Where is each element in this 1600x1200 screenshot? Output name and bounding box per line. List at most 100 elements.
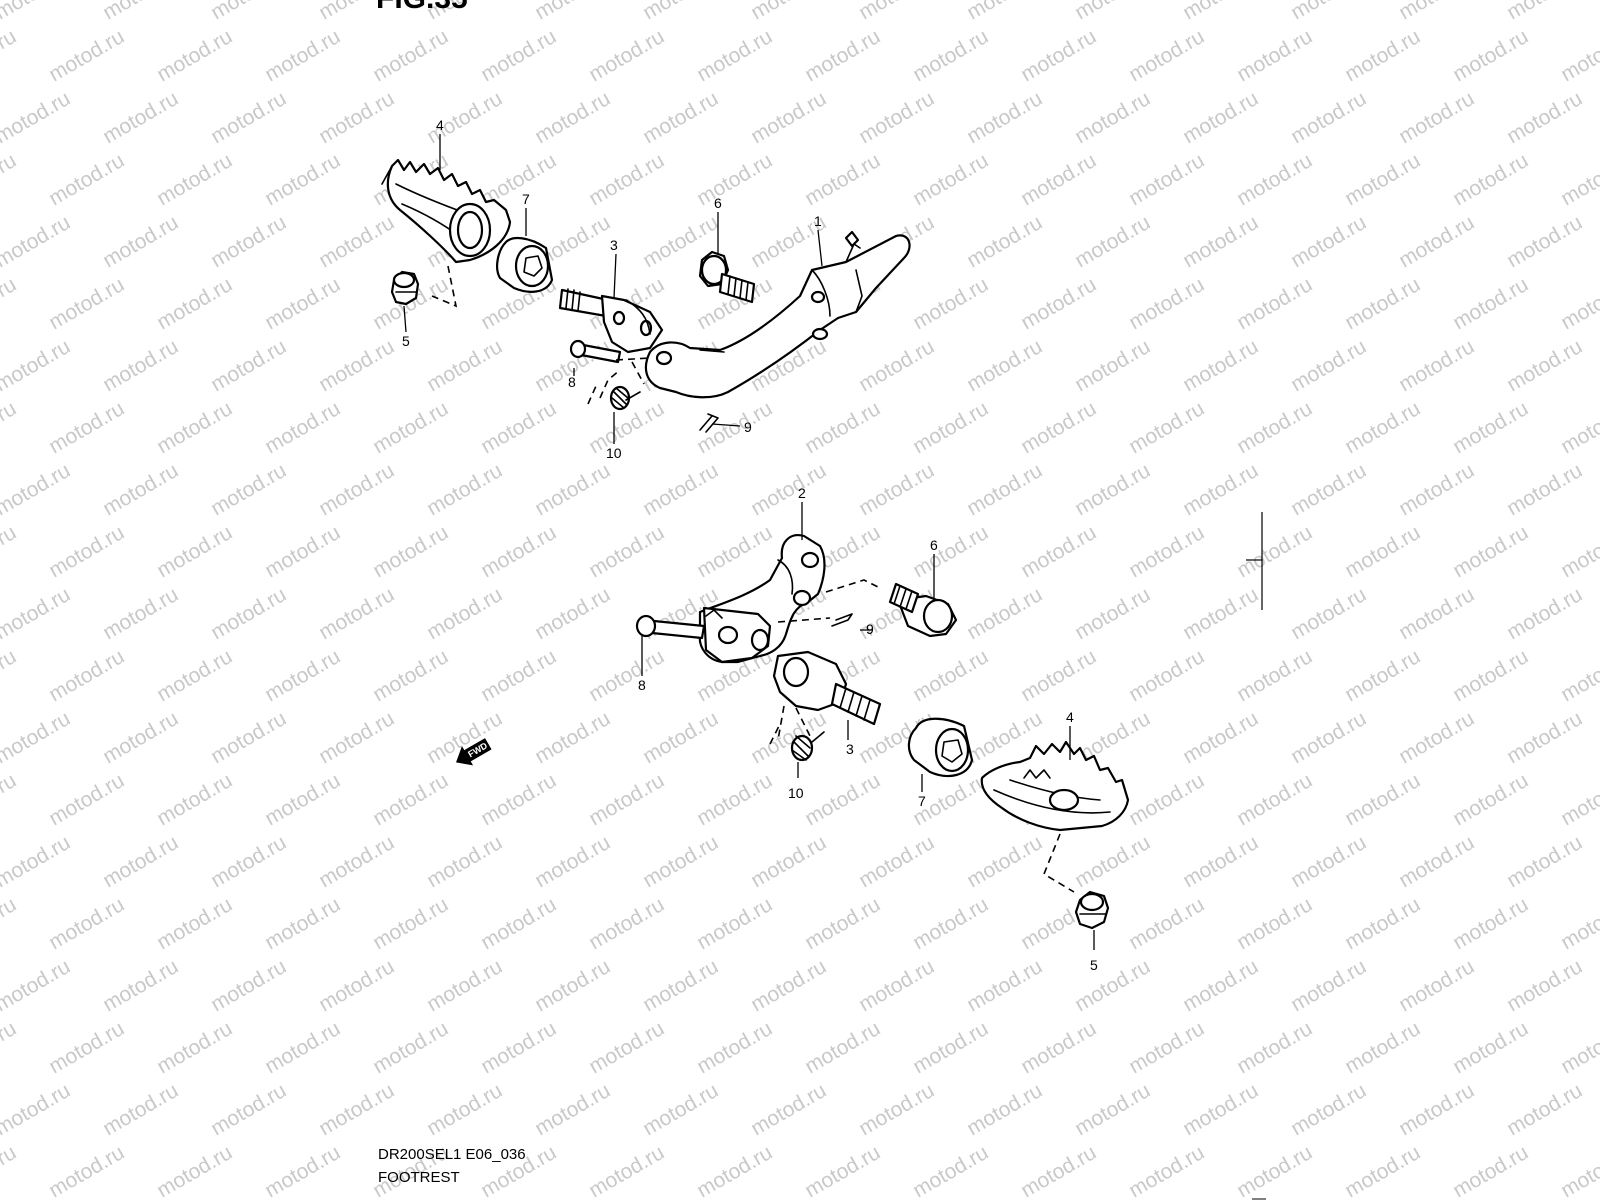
figure-title: FIG.35 [376, 0, 468, 15]
callout-upper-6: 6 [714, 195, 722, 211]
watermark-text: motod.ru [1341, 769, 1424, 830]
watermark-text: motod.ru [909, 645, 992, 706]
cotter-pin [831, 613, 853, 627]
watermark-text: motod.ru [963, 335, 1046, 396]
watermark-text: motod.ru [0, 521, 20, 582]
watermark-text: motod.ru [207, 955, 290, 1016]
watermark-text: motod.ru [1449, 645, 1532, 706]
watermark-text: motod.ru [531, 1079, 614, 1140]
callout-lower-10: 10 [788, 785, 804, 801]
footrest-bracket-left [698, 534, 826, 664]
watermark-text: motod.ru [1125, 1141, 1208, 1200]
watermark-text: motod.ru [585, 645, 668, 706]
watermark-text: motod.ru [1503, 0, 1586, 24]
watermark-text: motod.ru [1017, 1141, 1100, 1200]
watermark-text: motod.ru [585, 149, 668, 210]
watermark-text: motod.ru [1071, 0, 1154, 24]
watermark-text: motod.ru [0, 1017, 20, 1078]
footrest [980, 740, 1130, 832]
watermark-text: motod.ru [693, 769, 776, 830]
watermark-text: motod.ru [99, 459, 182, 520]
watermark-text: motod.ru [639, 459, 722, 520]
watermark-text: motod.ru [423, 583, 506, 644]
watermark-text: motod.ru [423, 831, 506, 892]
watermark-text: motod.ru [693, 149, 776, 210]
watermark-text: motod.ru [0, 893, 20, 954]
watermark-text: motod.ru [1233, 397, 1316, 458]
watermark-text: motod.ru [207, 335, 290, 396]
watermark-text: motod.ru [1017, 273, 1100, 334]
watermark-text: motod.ru [261, 25, 344, 86]
watermark-text: motod.ru [153, 25, 236, 86]
watermark-text: motod.ru [531, 583, 614, 644]
callout-lower-4: 4 [1066, 709, 1074, 725]
watermark-text: motod.ru [1287, 707, 1370, 768]
watermark-text: motod.ru [369, 769, 452, 830]
cotter-pin [699, 413, 719, 433]
watermark-text: motod.ru [315, 87, 398, 148]
watermark-text: motod.ru [1287, 0, 1370, 24]
watermark-text: motod.ru [531, 831, 614, 892]
watermark-text: motod.ru [1179, 87, 1262, 148]
watermark-text: motod.ru [45, 149, 128, 210]
watermark-text: motod.ru [45, 25, 128, 86]
watermark-text: motod.ru [45, 769, 128, 830]
watermark-text: motod.ru [1125, 645, 1208, 706]
callout-lower-9: 9 [866, 621, 874, 637]
watermark-text: motod.ru [1341, 893, 1424, 954]
watermark-text: motod.ru [1125, 397, 1208, 458]
watermark-text: motod.ru [1287, 831, 1370, 892]
watermark-text: motod.ru [153, 149, 236, 210]
watermark-text: motod.ru [1557, 521, 1600, 582]
watermark-text: motod.ru [261, 521, 344, 582]
watermark-text: motod.ru [0, 25, 20, 86]
watermark-text: motod.ru [1557, 1141, 1600, 1200]
watermark-text: motod.ru [261, 149, 344, 210]
watermark-text: motod.ru [153, 1017, 236, 1078]
watermark-text: motod.ru [1179, 955, 1262, 1016]
watermark-text: motod.ru [1287, 459, 1370, 520]
watermark-text: motod.ru [0, 0, 74, 24]
cushion [907, 717, 974, 778]
watermark-text: motod.ru [1503, 335, 1586, 396]
watermark-text: motod.ru [909, 25, 992, 86]
watermark-text: motod.ru [45, 1141, 128, 1200]
watermark-text: motod.ru [1503, 459, 1586, 520]
spring [609, 385, 641, 411]
watermark-text: motod.ru [1233, 1017, 1316, 1078]
lower-assembly [635, 502, 1130, 950]
watermark-text: motod.ru [1341, 521, 1424, 582]
callout-upper-7: 7 [522, 191, 530, 207]
watermark-text: motod.ru [1449, 893, 1532, 954]
watermark-text: motod.ru [1071, 211, 1154, 272]
watermark-text: motod.ru [315, 707, 398, 768]
watermark-text: motod.ru [1179, 335, 1262, 396]
watermark-text: motod.ru [963, 0, 1046, 24]
watermark-text: motod.ru [1179, 459, 1262, 520]
callout-lower-6: 6 [930, 537, 938, 553]
watermark-text: motod.ru [855, 831, 938, 892]
watermark-text: motod.ru [585, 769, 668, 830]
watermark-text: motod.ru [639, 1079, 722, 1140]
watermark-text: motod.ru [585, 893, 668, 954]
watermark-text: motod.ru [45, 397, 128, 458]
watermark-text: motod.ru [909, 273, 992, 334]
watermark-text: motod.ru [369, 1017, 452, 1078]
watermark-text: motod.ru [1287, 1079, 1370, 1140]
watermark-text: motod.ru [0, 459, 74, 520]
watermark-text: motod.ru [1449, 1017, 1532, 1078]
callout-upper-1: 1 [814, 213, 822, 229]
watermark-text: motod.ru [963, 831, 1046, 892]
watermark-text: motod.ru [315, 335, 398, 396]
section-name: FOOTREST [378, 1169, 460, 1186]
watermark-text: motod.ru [855, 335, 938, 396]
watermark-text: motod.ru [1503, 583, 1586, 644]
watermark-text: motod.ru [1179, 583, 1262, 644]
watermark-text: motod.ru [1503, 955, 1586, 1016]
watermark-text: motod.ru [801, 769, 884, 830]
watermark-text: motod.ru [1071, 459, 1154, 520]
watermark-text: motod.ru [585, 521, 668, 582]
watermark-text: motod.ru [909, 893, 992, 954]
watermark-text: motod.ru [909, 521, 992, 582]
watermark-text: motod.ru [261, 893, 344, 954]
